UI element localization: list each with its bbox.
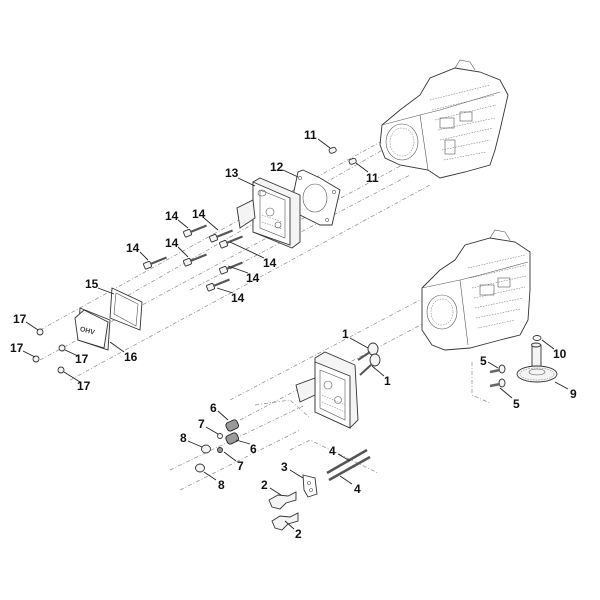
tappets xyxy=(489,364,506,388)
callout-3: 3 xyxy=(281,460,288,474)
callout-14: 14 xyxy=(231,291,245,305)
callout-7: 7 xyxy=(198,417,205,431)
spring-retainers xyxy=(195,444,211,473)
callout-2: 2 xyxy=(261,478,268,492)
callout-14: 14 xyxy=(165,236,179,250)
push-rods xyxy=(326,448,371,482)
leader-lines xyxy=(22,138,569,530)
callout-4: 4 xyxy=(354,482,361,496)
callout-8: 8 xyxy=(180,431,187,445)
engine-block-lower xyxy=(421,229,531,351)
callout-7: 7 xyxy=(237,459,244,473)
callout-15: 15 xyxy=(85,277,99,291)
callout-9: 9 xyxy=(570,387,577,401)
callout-2: 2 xyxy=(295,527,302,541)
callout-6: 6 xyxy=(250,442,257,456)
callout-5: 5 xyxy=(480,354,487,368)
valve-cover: OHV xyxy=(74,307,111,351)
callout-1: 1 xyxy=(384,374,391,388)
head-bolts xyxy=(143,224,243,292)
engine-block-upper xyxy=(379,59,509,179)
rocker-arms xyxy=(268,491,299,531)
callout-14: 14 xyxy=(165,209,179,223)
cylinder-head xyxy=(236,177,301,249)
callout-11: 11 xyxy=(366,171,379,185)
callouts: 11 11 12 13 14 14 14 14 14 14 14 15 16 1… xyxy=(10,128,577,541)
callout-17: 17 xyxy=(10,341,24,355)
callout-10: 10 xyxy=(553,347,567,361)
callout-17: 17 xyxy=(13,312,27,326)
camshaft-gear-assembly xyxy=(516,335,558,383)
svg-text:OHV: OHV xyxy=(79,326,96,337)
cylinder-head-gasket xyxy=(289,169,341,226)
dowel-pins xyxy=(328,146,357,165)
callout-16: 16 xyxy=(124,350,138,364)
callout-14: 14 xyxy=(192,207,206,221)
callout-12: 12 xyxy=(270,160,284,174)
callout-13: 13 xyxy=(225,166,239,180)
callout-4: 4 xyxy=(329,444,336,458)
valve-springs xyxy=(225,419,240,445)
callout-14: 14 xyxy=(246,271,260,285)
callout-17: 17 xyxy=(77,379,91,393)
callout-14: 14 xyxy=(263,256,277,270)
callout-11: 11 xyxy=(304,128,317,142)
rocker-bracket xyxy=(302,474,318,498)
valve-cover-gasket xyxy=(109,287,143,331)
valves xyxy=(357,342,381,376)
cylinder-head-lower xyxy=(295,351,359,429)
callout-1: 1 xyxy=(342,327,349,341)
cover-screws xyxy=(32,328,66,374)
callout-17: 17 xyxy=(75,352,89,366)
callout-8: 8 xyxy=(218,478,225,492)
callout-6: 6 xyxy=(210,401,217,415)
callout-14: 14 xyxy=(126,241,140,255)
spring-keepers xyxy=(217,433,223,453)
callout-5: 5 xyxy=(513,397,520,411)
